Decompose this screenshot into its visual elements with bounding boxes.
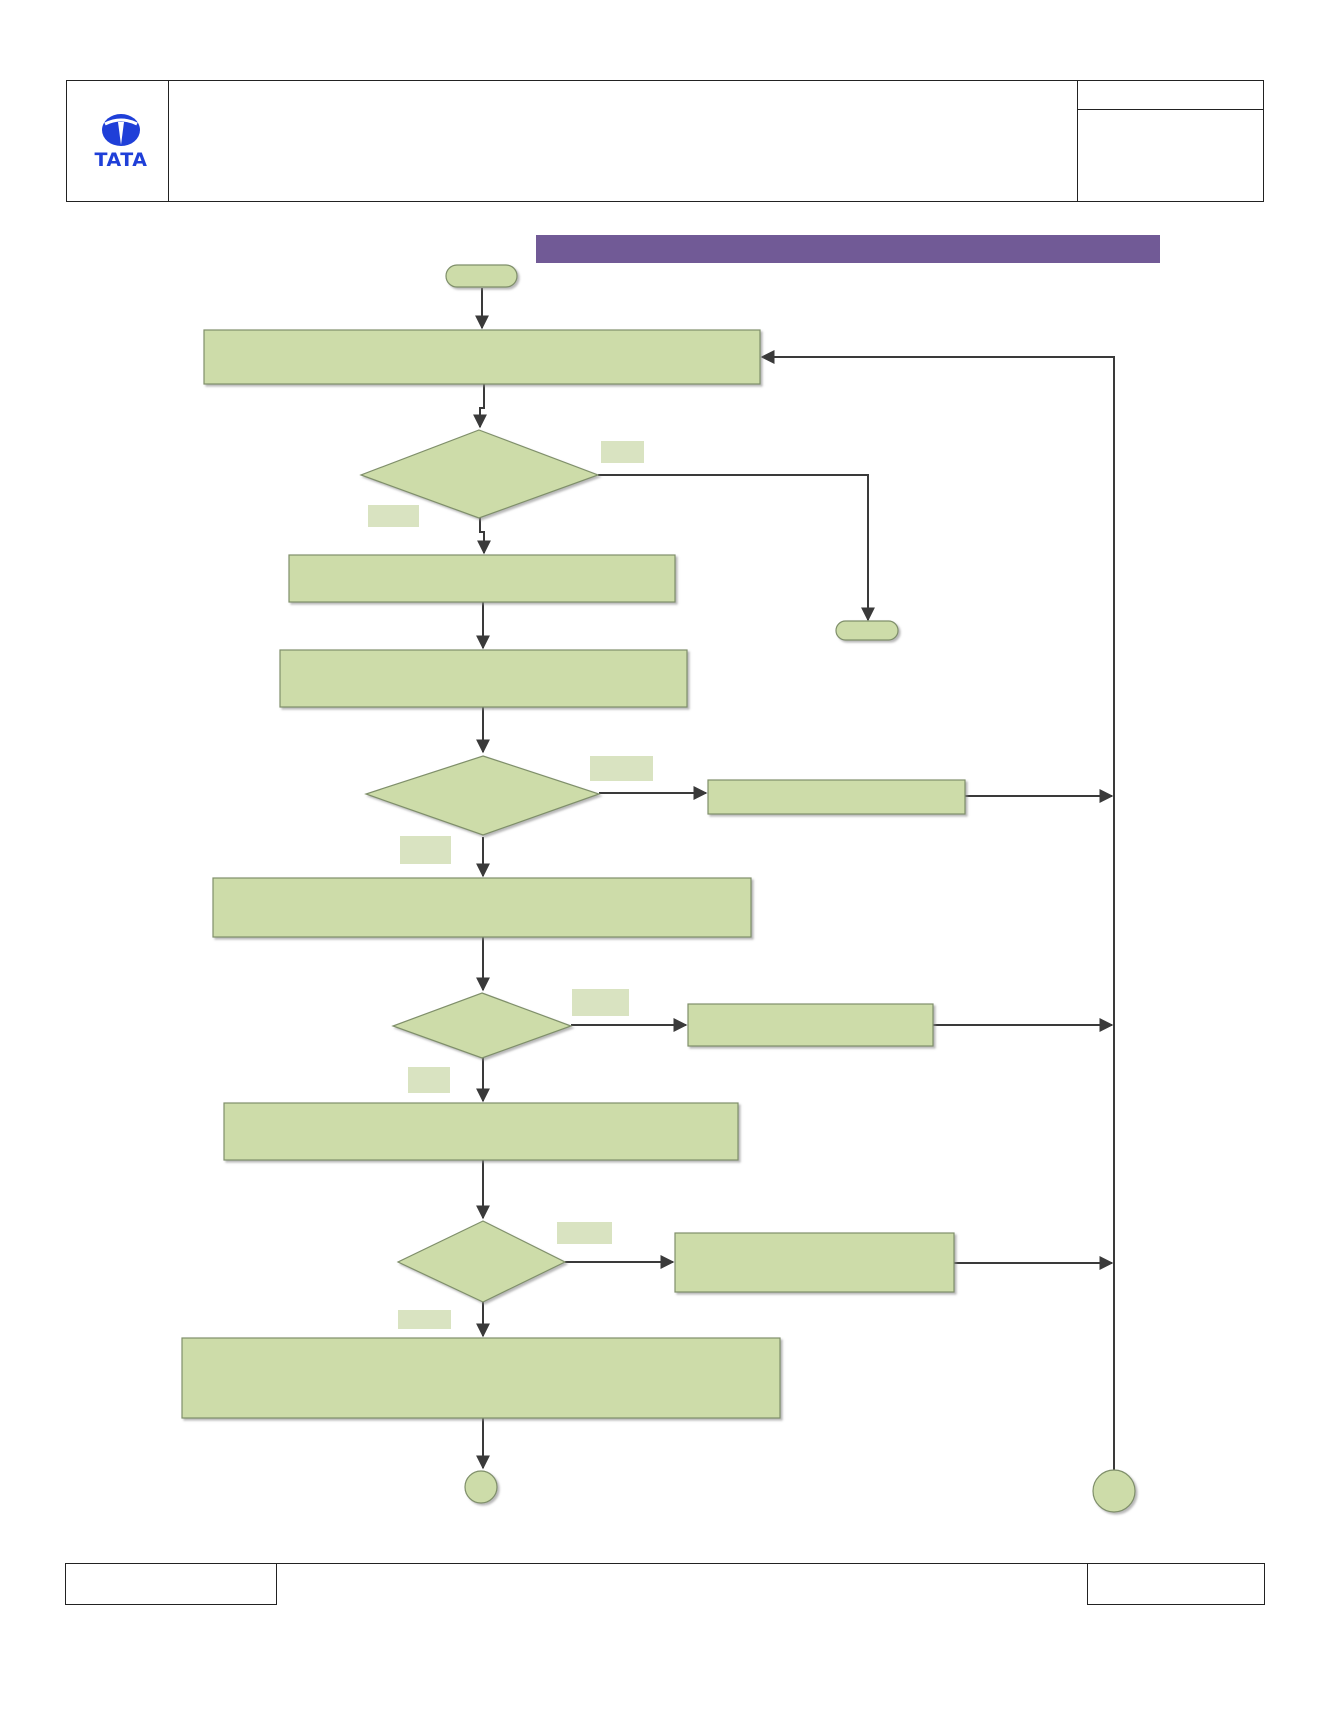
- tata-logo: TATA: [88, 110, 154, 172]
- decision-3: [391, 992, 573, 1059]
- header-right-cell: [1077, 80, 1264, 202]
- side-process-2: [687, 1003, 934, 1047]
- start-terminator: [445, 264, 518, 288]
- branch-label-d3-side: [572, 989, 629, 1016]
- footer-right-cell: [1087, 1563, 1265, 1605]
- tata-emblem-icon: [102, 114, 140, 146]
- edge-decision1-to-end: [598, 474, 875, 622]
- branch-label-d4-side: [557, 1222, 612, 1244]
- header-table: [66, 80, 1264, 202]
- header-right-divider: [1077, 109, 1264, 110]
- side-process-1: [707, 779, 966, 815]
- process-step-6: [181, 1337, 781, 1419]
- decision-2: [364, 755, 601, 836]
- edge-step1-to-decision1: [473, 383, 487, 429]
- process-step-1: [203, 329, 761, 385]
- branch-label-d1-no: [368, 505, 419, 527]
- decision-4: [396, 1220, 567, 1303]
- process-step-2: [288, 554, 676, 603]
- process-step-4: [212, 877, 752, 938]
- branch-label-d4-down: [398, 1310, 451, 1329]
- footer-divider-line: [277, 1563, 1087, 1564]
- header-logo-cell: [66, 80, 169, 202]
- end-terminator: [835, 620, 899, 641]
- branch-label-d2-down: [400, 836, 451, 864]
- branch-label-d1-yes: [601, 441, 644, 463]
- process-step-3: [279, 649, 688, 708]
- offpage-connector-down: [464, 1470, 498, 1504]
- branch-label-d2-side: [590, 756, 653, 781]
- side-process-3: [674, 1232, 955, 1293]
- branch-label-d3-down: [408, 1067, 450, 1093]
- offpage-connector-loop: [1092, 1469, 1136, 1513]
- logo-wordmark: TATA: [94, 149, 148, 171]
- footer-left-cell: [65, 1563, 277, 1605]
- process-step-5: [223, 1102, 739, 1161]
- title-bar: [536, 235, 1160, 263]
- decision-1: [359, 429, 600, 519]
- edge-loop-return: [760, 350, 1115, 1470]
- edge-decision1-to-step2: [477, 518, 491, 555]
